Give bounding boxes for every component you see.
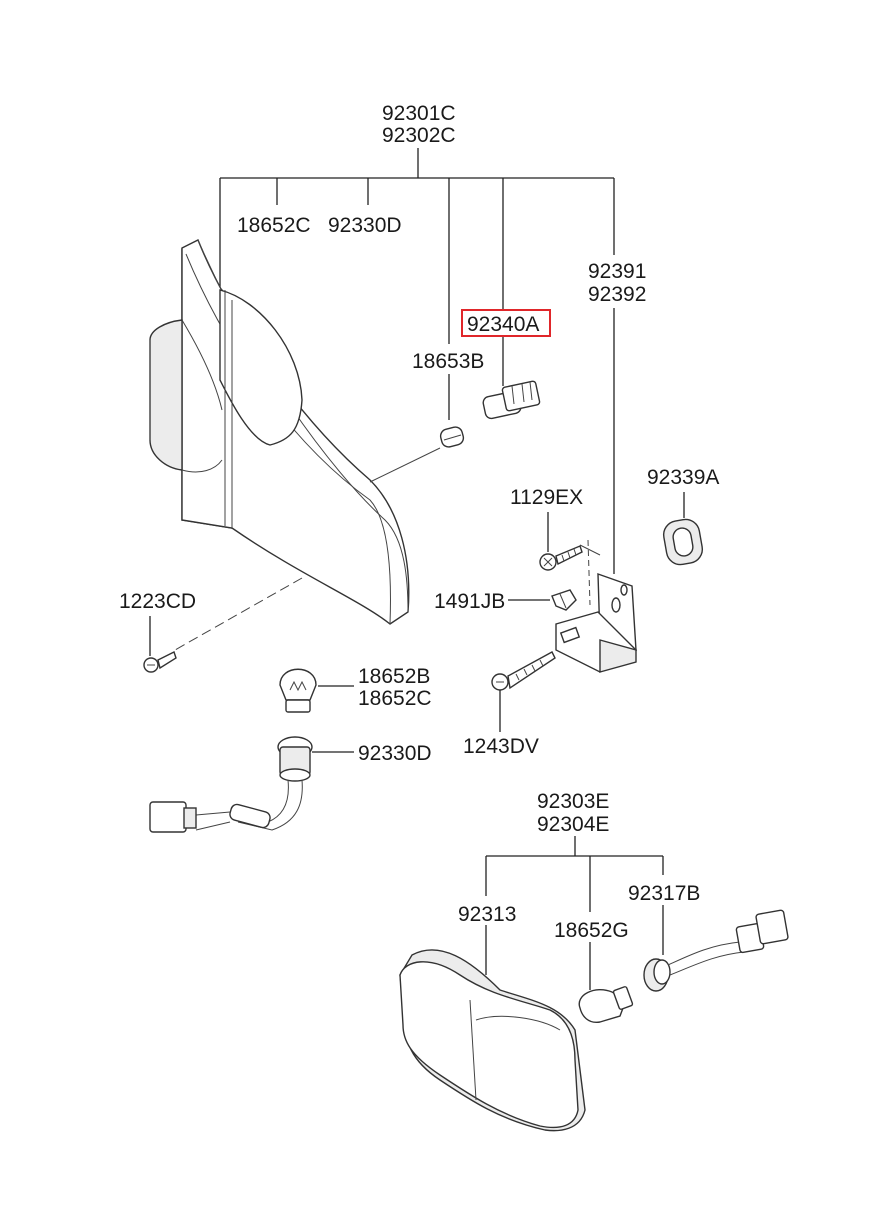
label-bracket-rh[interactable]: 92392 <box>588 283 646 306</box>
side-lamp-lens-part <box>399 949 586 1132</box>
label-grommet[interactable]: 92339A <box>647 466 719 489</box>
screw-1223-part <box>143 651 177 673</box>
bulb-b-part <box>279 668 317 713</box>
label-wedge-bulb[interactable]: 18653B <box>412 350 484 373</box>
grommet-part <box>662 518 704 566</box>
bulb-holder-part <box>482 380 541 420</box>
part-labels: 92301C 92302C 18652C 92330D 92391 92392 … <box>119 102 719 942</box>
leader-lines <box>149 492 685 753</box>
highlight-box <box>461 309 551 337</box>
bottom-assembly-lines <box>485 836 664 990</box>
side-socket-part <box>643 909 789 992</box>
bracket-part <box>555 539 638 673</box>
screw-1243-part <box>491 651 556 691</box>
label-bulb-c[interactable]: 18652C <box>358 687 432 710</box>
label-side-lamp-rh[interactable]: 92304E <box>537 813 609 836</box>
bulb-guide-line <box>369 447 441 483</box>
label-rear-lamp-rh[interactable]: 92302C <box>382 124 456 147</box>
label-side-socket[interactable]: 92317B <box>628 882 700 905</box>
label-socket-harness[interactable]: 92330D <box>358 742 432 765</box>
label-bulb-g[interactable]: 18652G <box>554 919 629 942</box>
label-side-lamp-lh[interactable]: 92303E <box>537 790 609 813</box>
label-screw-1243[interactable]: 1243DV <box>463 735 539 758</box>
label-lens[interactable]: 92313 <box>458 903 516 926</box>
socket-harness-part <box>149 736 313 833</box>
top-assembly-lines <box>219 148 615 574</box>
label-bulb-top[interactable]: 18652C <box>237 214 311 237</box>
label-screw-1129[interactable]: 1129EX <box>510 486 583 509</box>
label-screw-1223[interactable]: 1223CD <box>119 590 196 613</box>
label-socket-top[interactable]: 92330D <box>328 214 402 237</box>
screw-1129-part <box>539 545 583 571</box>
rear-lamp-assembly <box>149 239 410 625</box>
wedge-bulb-part <box>439 426 465 448</box>
label-bracket-lh[interactable]: 92391 <box>588 260 646 283</box>
screw-guide-line <box>174 577 303 651</box>
label-clip[interactable]: 1491JB <box>434 590 505 613</box>
bulb-g-part <box>578 986 634 1023</box>
label-holder-highlighted[interactable]: 92340A <box>467 313 539 336</box>
label-bulb-b[interactable]: 18652B <box>358 665 430 688</box>
clip-part <box>551 589 577 611</box>
label-rear-lamp-lh[interactable]: 92301C <box>382 102 456 125</box>
